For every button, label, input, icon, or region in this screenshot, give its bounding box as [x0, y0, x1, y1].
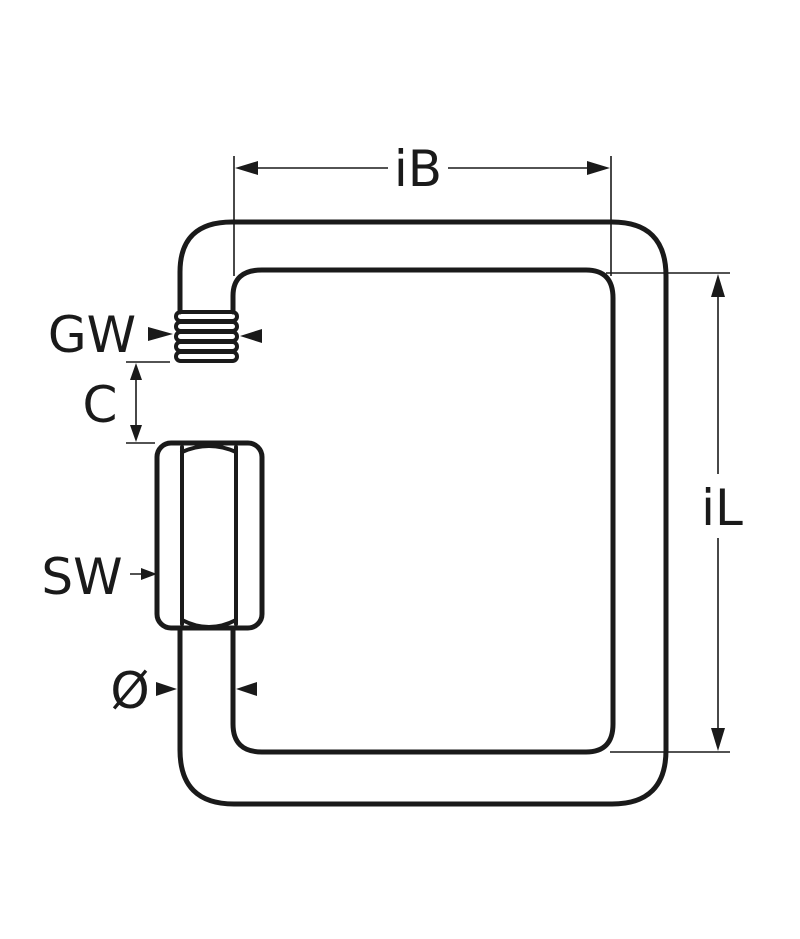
label-diameter: Ø	[110, 662, 149, 720]
gw-arrow-right-icon	[240, 329, 262, 343]
c-arrow-top-icon	[130, 363, 142, 380]
label-il: iL	[701, 479, 743, 537]
il-arrow-top-icon	[711, 274, 725, 297]
link-inner-contour	[230, 267, 616, 755]
label-ib: iB	[394, 140, 442, 198]
ib-arrow-right-icon	[587, 161, 610, 175]
gw-arrow-left-icon	[148, 327, 173, 341]
diameter-arrow-left-icon	[156, 682, 177, 696]
label-sw: SW	[41, 548, 122, 606]
c-arrow-bottom-icon	[130, 425, 142, 442]
link-outer-contour	[177, 219, 669, 807]
label-c: C	[83, 376, 118, 434]
sw-arrow-icon	[141, 568, 157, 580]
il-arrow-bottom-icon	[711, 728, 725, 751]
hex-nut	[154, 440, 265, 631]
label-gw: GW	[48, 306, 136, 364]
ib-arrow-left-icon	[235, 161, 258, 175]
diameter-arrow-right-icon	[236, 682, 257, 696]
thread-section	[174, 310, 239, 363]
